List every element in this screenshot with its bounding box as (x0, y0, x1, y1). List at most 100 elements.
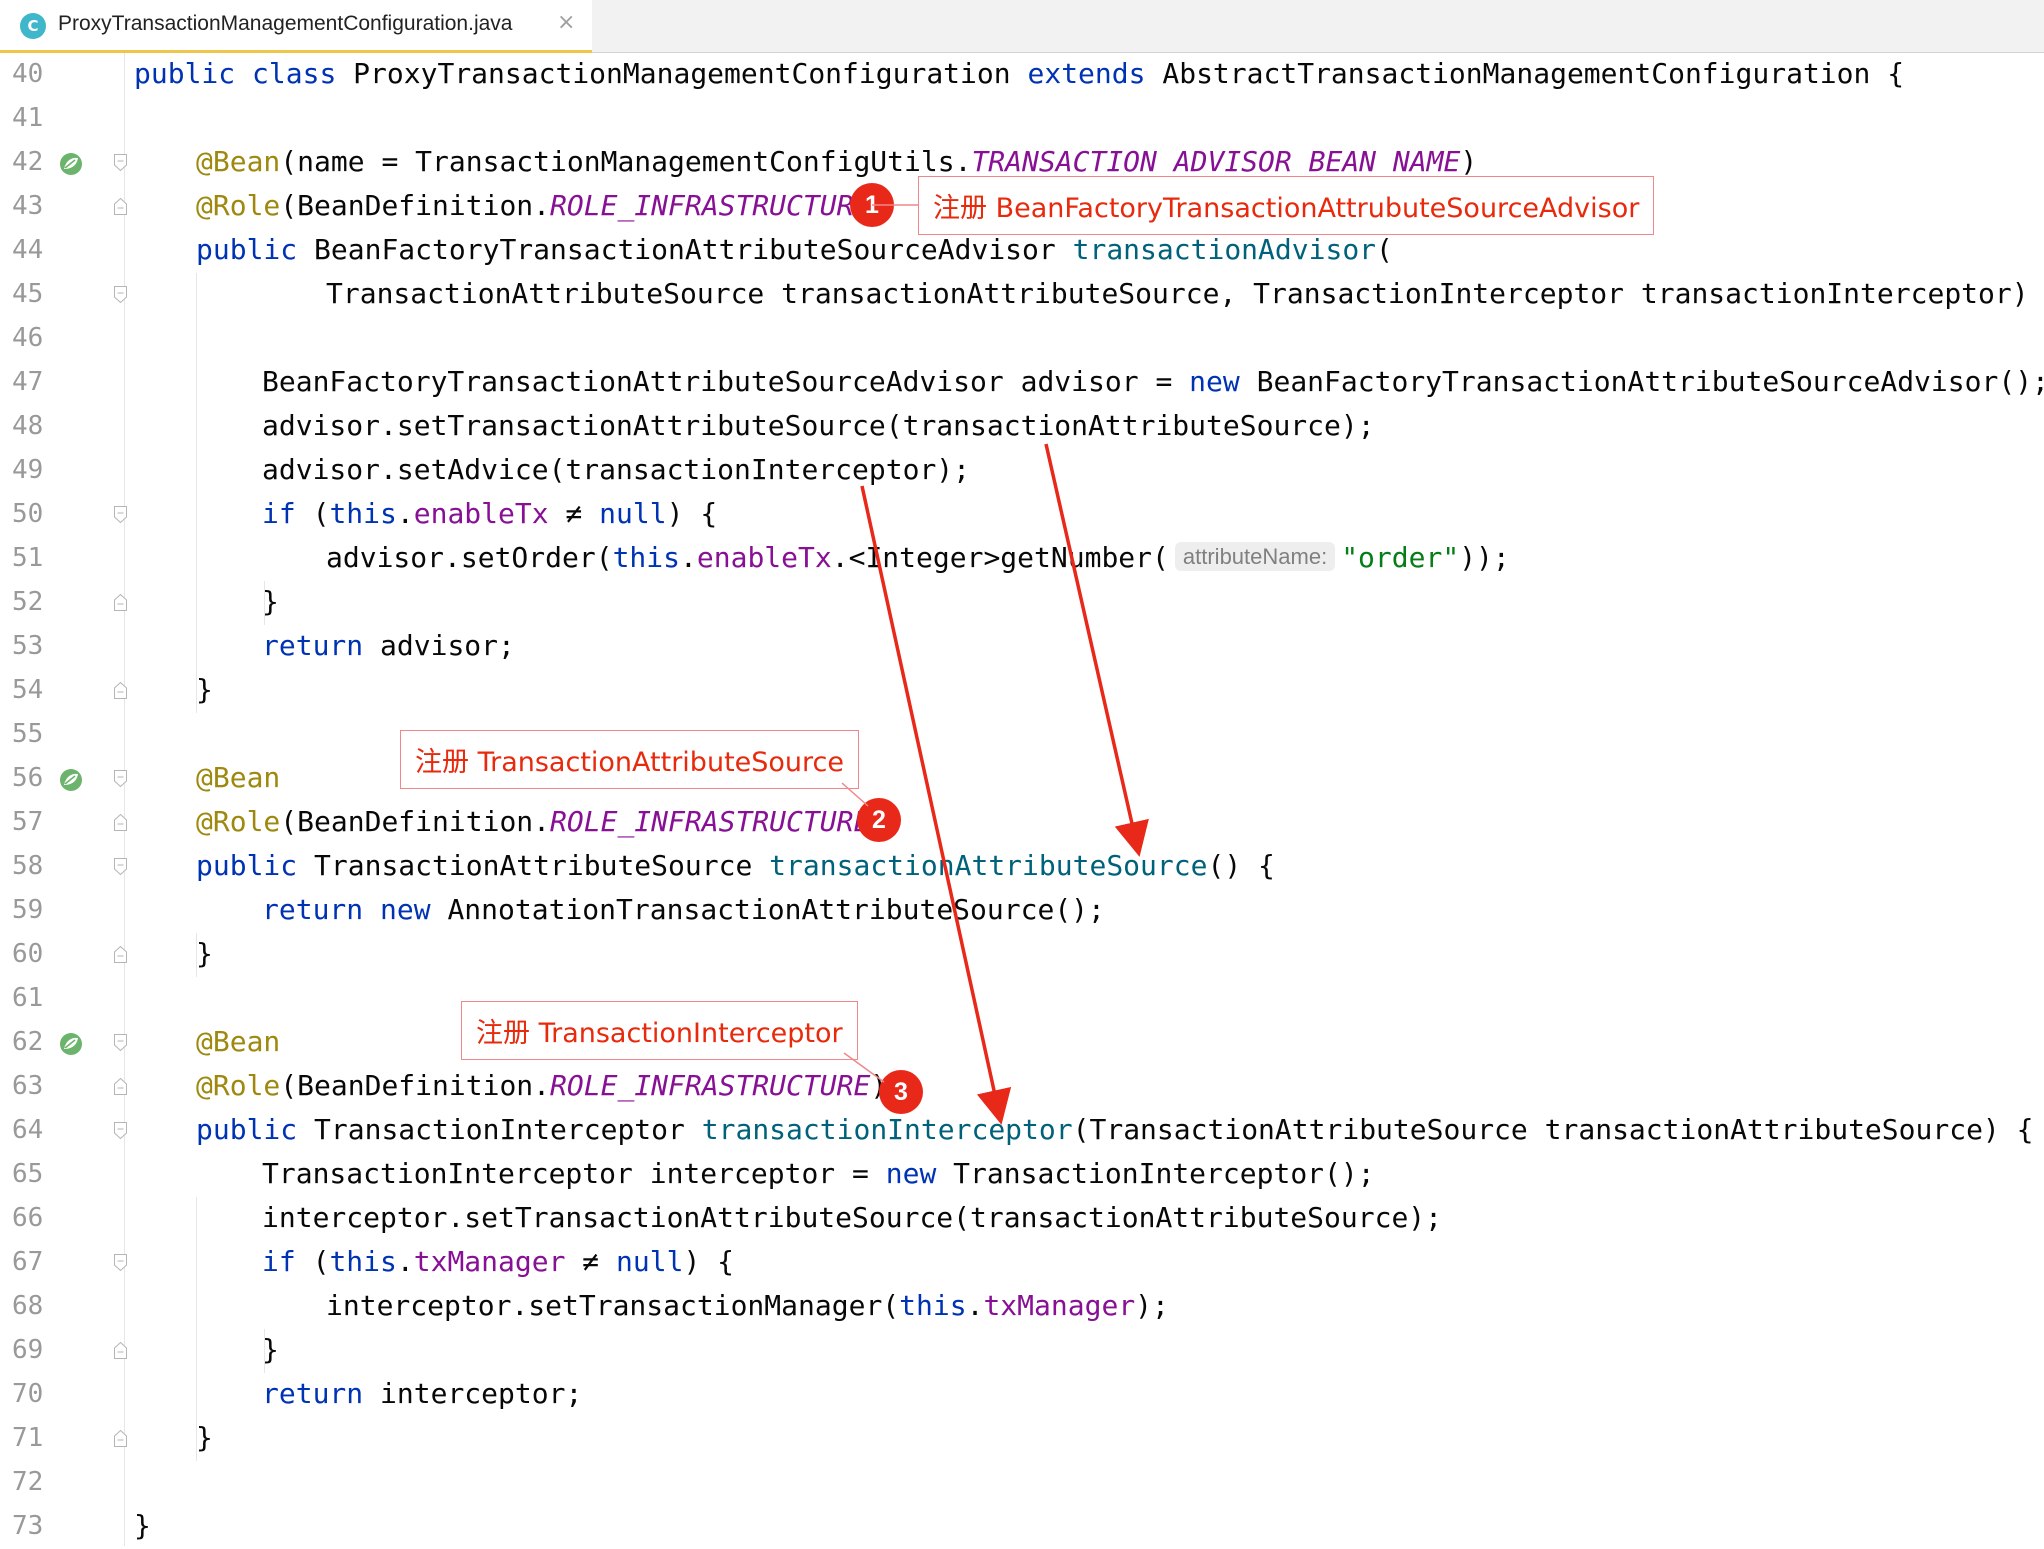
code-text: } (134, 1509, 151, 1542)
line-number: 55 (12, 719, 44, 749)
code-line: 55 (0, 713, 2044, 757)
fold-open-icon[interactable] (114, 1122, 127, 1140)
code-line: 70 return interceptor; (0, 1373, 2044, 1417)
code-line: 45 TransactionAttributeSource transactio… (0, 273, 2044, 317)
line-number: 62 (12, 1027, 44, 1057)
code-line: 46 (0, 317, 2044, 361)
code-text: @Role(BeanDefinition.ROLE_INFRASTRUCTURE… (196, 805, 887, 838)
line-number: 57 (12, 807, 44, 837)
line-number: 73 (12, 1511, 44, 1541)
line-number: 47 (12, 367, 44, 397)
code-line: 48 advisor.setTransactionAttributeSource… (0, 405, 2044, 449)
line-number: 61 (12, 983, 44, 1013)
code-text: if (this.txManager ≠ null) { (262, 1245, 735, 1278)
code-text: TransactionInterceptor interceptor = new… (262, 1157, 1375, 1190)
code-text: return advisor; (262, 629, 515, 662)
code-text: public class ProxyTransactionManagementC… (134, 57, 1905, 90)
code-line: 69 } (0, 1329, 2044, 1373)
code-line: 62 @Bean (0, 1021, 2044, 1065)
line-number: 43 (12, 191, 44, 221)
line-number: 69 (12, 1335, 44, 1365)
code-line: 50 if (this.enableTx ≠ null) { (0, 493, 2044, 537)
line-number: 60 (12, 939, 44, 969)
code-line: 47 BeanFactoryTransactionAttributeSource… (0, 361, 2044, 405)
code-text: } (262, 1333, 279, 1366)
indent-guide (196, 273, 197, 713)
fold-close-icon[interactable] (114, 1077, 127, 1095)
code-line: 72 (0, 1461, 2044, 1505)
fold-open-icon[interactable] (114, 858, 127, 876)
fold-close-icon[interactable] (114, 593, 127, 611)
line-number: 45 (12, 279, 44, 309)
code-line: 54 } (0, 669, 2044, 713)
code-text: } (196, 673, 213, 706)
code-line: 71 } (0, 1417, 2044, 1461)
line-number: 63 (12, 1071, 44, 1101)
indent-guide (264, 581, 265, 625)
code-text: BeanFactoryTransactionAttributeSourceAdv… (262, 365, 2044, 398)
fold-open-icon[interactable] (114, 154, 127, 172)
close-icon[interactable]: × (557, 10, 576, 35)
code-text: @Role(BeanDefinition.ROLE_INFRASTRUCTURE… (196, 189, 887, 222)
java-class-icon: C (20, 13, 46, 39)
fold-close-icon[interactable] (114, 813, 127, 831)
fold-close-icon[interactable] (114, 1429, 127, 1447)
fold-close-icon[interactable] (114, 945, 127, 963)
code-line: 57 @Role(BeanDefinition.ROLE_INFRASTRUCT… (0, 801, 2044, 845)
fold-open-icon[interactable] (114, 1254, 127, 1272)
fold-open-icon[interactable] (114, 286, 127, 304)
line-number: 65 (12, 1159, 44, 1189)
line-number: 46 (12, 323, 44, 353)
spring-bean-icon[interactable] (56, 1031, 86, 1057)
code-text: @Bean (196, 761, 281, 794)
code-text: TransactionAttributeSource transactionAt… (326, 277, 2044, 310)
parameter-hint: attributeName: (1174, 542, 1336, 571)
fold-open-icon[interactable] (114, 1034, 127, 1052)
code-line: 58 public TransactionAttributeSource tra… (0, 845, 2044, 889)
code-text: return interceptor; (262, 1377, 583, 1410)
code-line: 41 (0, 97, 2044, 141)
line-number: 56 (12, 763, 44, 793)
line-number: 54 (12, 675, 44, 705)
line-number: 51 (12, 543, 44, 573)
fold-close-icon[interactable] (114, 681, 127, 699)
code-text: interceptor.setTransactionManager(this.t… (326, 1289, 1169, 1322)
code-text: @Role(BeanDefinition.ROLE_INFRASTRUCTURE… (196, 1069, 887, 1102)
line-number: 42 (12, 147, 44, 177)
editor-tab[interactable]: C ProxyTransactionManagementConfiguratio… (0, 0, 592, 53)
line-number: 64 (12, 1115, 44, 1145)
callout-2-badge: 2 (857, 798, 901, 842)
line-number: 41 (12, 103, 44, 133)
line-number: 49 (12, 455, 44, 485)
code-text: @Bean (196, 1025, 281, 1058)
code-line: 61 (0, 977, 2044, 1021)
code-line: 68 interceptor.setTransactionManager(thi… (0, 1285, 2044, 1329)
editor-gutter (0, 53, 125, 1546)
code-line: 60 } (0, 933, 2044, 977)
fold-close-icon[interactable] (114, 1341, 127, 1359)
line-number: 71 (12, 1423, 44, 1453)
indent-guide (196, 1197, 197, 1461)
spring-bean-icon[interactable] (56, 767, 86, 793)
code-text: public BeanFactoryTransactionAttributeSo… (196, 233, 1393, 266)
code-text: } (196, 937, 213, 970)
indent-guide (264, 1329, 265, 1373)
line-number: 40 (12, 59, 44, 89)
fold-open-icon[interactable] (114, 506, 127, 524)
code-text: advisor.setAdvice(transactionInterceptor… (262, 453, 971, 486)
code-line: 42 @Bean(name = TransactionManagementCon… (0, 141, 2044, 185)
line-number: 70 (12, 1379, 44, 1409)
code-text: advisor.setOrder(this.enableTx.<Integer>… (326, 541, 1510, 574)
editor-tab-bar: C ProxyTransactionManagementConfiguratio… (0, 0, 2044, 53)
code-line: 44 public BeanFactoryTransactionAttribut… (0, 229, 2044, 273)
fold-open-icon[interactable] (114, 770, 127, 788)
spring-bean-icon[interactable] (56, 151, 86, 177)
code-text: advisor.setTransactionAttributeSource(tr… (262, 409, 1375, 442)
line-number: 50 (12, 499, 44, 529)
code-line: 63 @Role(BeanDefinition.ROLE_INFRASTRUCT… (0, 1065, 2044, 1109)
callout-3-box: 注册 TransactionInterceptor (461, 1001, 858, 1060)
line-number: 66 (12, 1203, 44, 1233)
callout-3-badge: 3 (879, 1070, 923, 1114)
fold-close-icon[interactable] (114, 197, 127, 215)
line-number: 52 (12, 587, 44, 617)
